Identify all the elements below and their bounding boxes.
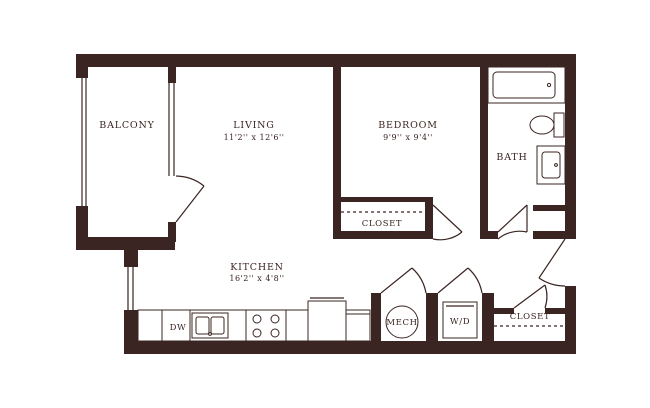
- balcony-window: [81, 78, 87, 206]
- refrigerator-icon: [307, 297, 371, 342]
- stove-icon: [245, 309, 287, 342]
- bedroom-door[interactable]: [432, 204, 463, 241]
- kitchen-sink-icon: [191, 312, 229, 339]
- bathtub-icon: [487, 66, 566, 104]
- mech-unit-icon: [385, 305, 419, 339]
- wd-door[interactable]: [437, 267, 483, 294]
- entry-closet-door[interactable]: [513, 284, 548, 309]
- balcony-door[interactable]: [175, 175, 205, 223]
- dishwasher-icon: [161, 309, 191, 342]
- dishwasher-label: DW: [170, 323, 187, 333]
- balcony-label: BALCONY: [99, 120, 154, 131]
- mech-label: MECH: [386, 318, 417, 328]
- living-label: LIVING: [233, 120, 274, 131]
- entry-closet-label: CLOSET: [510, 312, 550, 322]
- bath-door[interactable]: [497, 204, 528, 240]
- interior-walls: [168, 67, 565, 354]
- exterior-walls: [76, 54, 576, 354]
- kitchen-dimensions: 16'2'' x 4'8'': [229, 274, 284, 283]
- bedroom-closet-label: CLOSET: [362, 219, 402, 229]
- toilet-icon: [529, 112, 565, 138]
- mech-door[interactable]: [380, 267, 427, 294]
- washer-dryer-label: W/D: [450, 317, 470, 327]
- kitchen-window: [127, 267, 134, 310]
- entry-door[interactable]: [538, 238, 566, 287]
- bedroom-label: BEDROOM: [378, 120, 438, 131]
- bath-label: BATH: [496, 152, 527, 163]
- bath-sink-icon: [536, 145, 566, 185]
- kitchen-label: KITCHEN: [230, 262, 284, 273]
- bedroom-dimensions: 9'9'' x 9'4'': [383, 133, 433, 142]
- washer-dryer-icon: [442, 301, 478, 339]
- living-dimensions: 11'2'' x 12'6'': [224, 133, 285, 142]
